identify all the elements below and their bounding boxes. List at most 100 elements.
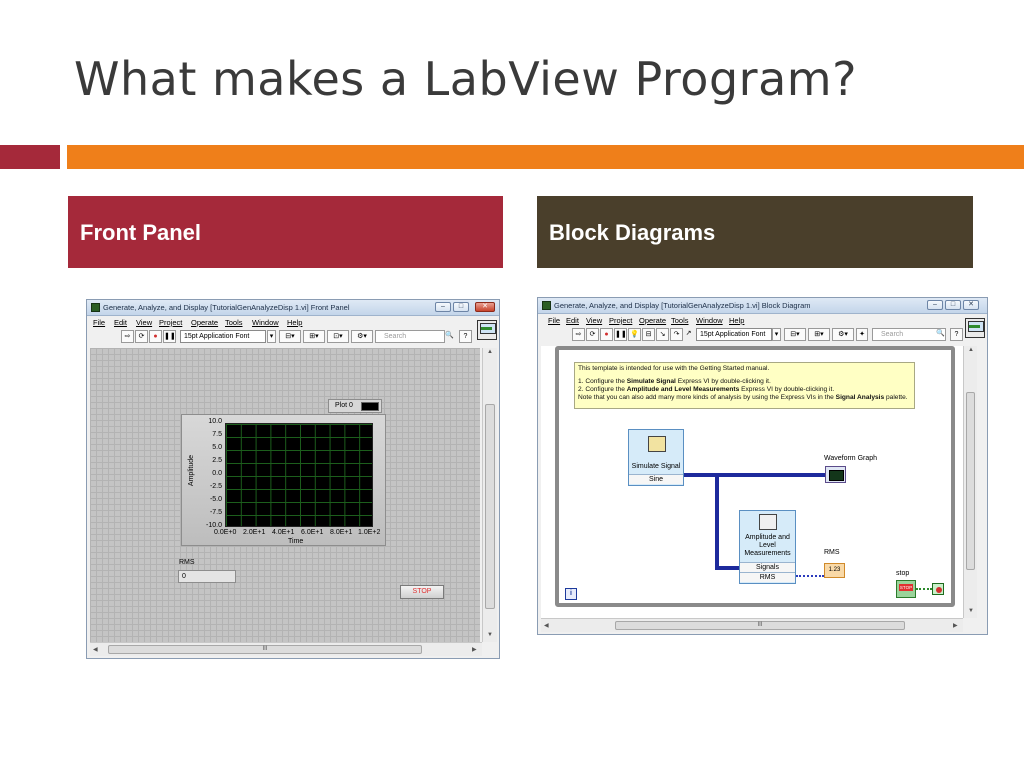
front-panel-canvas[interactable]: Plot 0 10.0 7.5 5.0 2.5 0.0 -2.5 -5.0 -7… (90, 348, 480, 642)
menu-tools[interactable]: Tools (225, 318, 243, 327)
maximize-icon[interactable]: □ (453, 302, 469, 312)
vi-icon[interactable] (477, 320, 497, 340)
stop-control-terminal[interactable]: STOP (896, 580, 916, 598)
scroll-left-icon[interactable]: ◀ (93, 647, 98, 653)
run-continuously-icon[interactable]: ⟳ (135, 330, 148, 343)
menu-view[interactable]: View (136, 318, 153, 327)
menu-help[interactable]: Help (729, 316, 745, 325)
scroll-up-icon[interactable]: ▲ (487, 349, 493, 355)
pause-icon[interactable]: ❚❚ (614, 328, 627, 341)
vi-icon[interactable] (965, 318, 985, 338)
block-diagram-horizontal-scrollbar[interactable]: ◀ III ▶ (541, 618, 963, 632)
front-panel-vertical-scrollbar[interactable]: ▲ ▼ (482, 348, 497, 642)
y-axis-label: Amplitude (188, 454, 196, 487)
reorder-icon[interactable]: ⚙▾ (351, 330, 373, 343)
signal-wire[interactable] (715, 566, 739, 570)
menu-project[interactable]: Project (609, 316, 633, 325)
align-objects-icon[interactable]: ⊟▾ (784, 328, 806, 341)
menu-window[interactable]: Window (252, 318, 279, 327)
menu-edit[interactable]: Edit (114, 318, 127, 327)
abort-icon[interactable]: ● (149, 330, 162, 343)
simulate-signal-vi[interactable]: Simulate Signal Sine (628, 429, 684, 486)
minimize-icon[interactable]: – (927, 300, 943, 310)
run-arrow-icon[interactable]: ⇨ (121, 330, 134, 343)
menu-edit[interactable]: Edit (566, 316, 579, 325)
abort-icon[interactable]: ● (600, 328, 613, 341)
search-input[interactable]: Search (872, 328, 946, 341)
run-continuously-icon[interactable]: ⟳ (586, 328, 599, 341)
help-icon[interactable]: ? (459, 330, 472, 343)
scroll-left-icon[interactable]: ◀ (544, 623, 549, 629)
step-over-icon[interactable]: ↷ (670, 328, 683, 341)
distribute-objects-icon[interactable]: ⊞▾ (808, 328, 830, 341)
menu-operate[interactable]: Operate (639, 316, 667, 325)
signal-wire[interactable] (684, 473, 717, 477)
search-icon[interactable]: 🔍 (936, 330, 945, 337)
resize-objects-icon[interactable]: ⊡▾ (327, 330, 349, 343)
horizontal-scroll-thumb[interactable]: III (108, 645, 422, 654)
font-select[interactable]: 15pt Application Font (696, 328, 772, 341)
vertical-scroll-thumb[interactable] (485, 404, 495, 609)
step-into-icon[interactable]: ↘ (656, 328, 669, 341)
highlight-execution-icon[interactable]: 💡 (628, 328, 641, 341)
close-icon[interactable]: ✕ (963, 300, 979, 310)
rms-wire[interactable] (796, 575, 824, 577)
run-arrow-icon[interactable]: ⇨ (572, 328, 585, 341)
menu-file[interactable]: File (548, 316, 561, 325)
scroll-right-icon[interactable]: ▶ (472, 647, 477, 653)
signal-wire-to-graph[interactable] (717, 473, 825, 477)
sine-terminal[interactable]: Sine (629, 474, 683, 484)
scroll-down-icon[interactable]: ▼ (968, 608, 974, 614)
scroll-right-icon[interactable]: ▶ (953, 623, 958, 629)
front-panel-window-title: Generate, Analyze, and Display [Tutorial… (103, 303, 350, 312)
maximize-icon[interactable]: □ (945, 300, 961, 310)
stop-button[interactable]: STOP (400, 585, 444, 599)
scroll-down-icon[interactable]: ▼ (487, 632, 493, 638)
menu-file[interactable]: File (93, 318, 106, 327)
horizontal-scroll-thumb[interactable]: III (615, 621, 905, 630)
front-panel-titlebar[interactable]: Generate, Analyze, and Display [Tutorial… (87, 300, 499, 316)
search-icon[interactable]: 🔍 (445, 332, 454, 339)
y-tick: -2.5 (209, 483, 222, 490)
scroll-up-icon[interactable]: ▲ (968, 347, 974, 353)
waveform-graph[interactable]: 10.0 7.5 5.0 2.5 0.0 -2.5 -5.0 -7.5 -10.… (181, 414, 386, 546)
menu-help[interactable]: Help (287, 318, 303, 327)
align-objects-icon[interactable]: ⊟▾ (279, 330, 301, 343)
front-panel-horizontal-scrollbar[interactable]: ◀ III ▶ (90, 642, 482, 656)
while-loop[interactable] (555, 346, 955, 607)
minimize-icon[interactable]: – (435, 302, 451, 312)
instructions-comment[interactable]: This template is intended for use with t… (574, 362, 915, 409)
help-icon[interactable]: ? (950, 328, 963, 341)
reorder-icon[interactable]: ⚙▾ (832, 328, 854, 341)
loop-condition-icon[interactable] (932, 583, 944, 595)
distribute-objects-icon[interactable]: ⊞▾ (303, 330, 325, 343)
font-select[interactable]: 15pt Application Font (180, 330, 266, 343)
block-diagram-vertical-scrollbar[interactable]: ▲ ▼ (963, 346, 977, 618)
font-dropdown-icon[interactable]: ▾ (267, 330, 276, 343)
iteration-terminal[interactable]: i (565, 588, 577, 600)
stop-wire[interactable] (916, 588, 932, 590)
waveform-graph-terminal[interactable] (825, 466, 846, 483)
signal-wire[interactable] (715, 473, 719, 567)
menu-view[interactable]: View (586, 316, 603, 325)
font-dropdown-icon[interactable]: ▾ (772, 328, 781, 341)
signals-terminal[interactable]: Signals (740, 562, 795, 572)
rms-terminal[interactable]: RMS (740, 572, 795, 582)
block-diagram-titlebar[interactable]: Generate, Analyze, and Display [Tutorial… (538, 298, 987, 314)
y-tick: 5.0 (212, 444, 222, 451)
pause-icon[interactable]: ❚❚ (163, 330, 176, 343)
vertical-scroll-thumb[interactable] (966, 392, 975, 570)
step-out-icon[interactable]: ↗ (685, 330, 692, 337)
plot-legend[interactable]: Plot 0 (328, 399, 382, 413)
search-input[interactable]: Search (375, 330, 445, 343)
menu-project[interactable]: Project (159, 318, 183, 327)
retain-wire-values-icon[interactable]: ⊟ (642, 328, 655, 341)
rms-indicator-terminal[interactable]: 1.23 (824, 563, 845, 578)
menu-operate[interactable]: Operate (191, 318, 219, 327)
menu-window[interactable]: Window (696, 316, 723, 325)
menu-tools[interactable]: Tools (671, 316, 689, 325)
close-icon[interactable]: ✕ (475, 302, 495, 312)
clean-up-diagram-icon[interactable]: ✦ (856, 328, 868, 341)
y-tick: 7.5 (212, 431, 222, 438)
amplitude-level-measurements-vi[interactable]: Amplitude and Level Measurements Signals… (739, 510, 796, 584)
